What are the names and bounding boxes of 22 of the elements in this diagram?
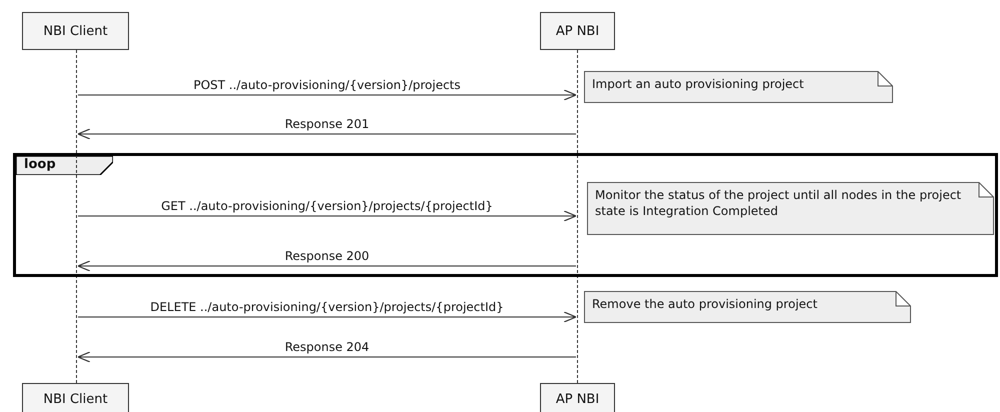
participant-box: AP NBI [540, 12, 615, 50]
loop-label: loop [16, 156, 113, 175]
participant-box: AP NBI [540, 383, 615, 412]
message-label: Response 201 [284, 117, 370, 131]
message-arrow [78, 210, 577, 222]
note-box: Import an auto provisioning project [584, 71, 893, 103]
loop-frame [13, 153, 998, 277]
message-label: POST ../auto-provisioning/{version}/projects [193, 78, 461, 92]
message-arrow [77, 128, 576, 140]
message-arrow [77, 351, 576, 363]
participant-box: NBI Client [22, 383, 129, 412]
note-box: Remove the auto provisioning project [584, 291, 911, 323]
message-label: DELETE ../auto-provisioning/{version}/projects/{projectId} [150, 300, 504, 314]
message-label: Response 200 [284, 249, 370, 263]
note-box: Monitor the status of the project until all nodes in the project state is Integration Completed [587, 182, 994, 235]
message-label: Response 204 [284, 340, 370, 354]
message-arrow [77, 260, 576, 272]
message-arrow [78, 89, 577, 101]
lifeline [577, 50, 580, 383]
message-label: GET ../auto-provisioning/{version}/projects/{projectId} [161, 199, 493, 213]
participant-box: NBI Client [22, 12, 129, 50]
message-arrow [78, 311, 577, 323]
